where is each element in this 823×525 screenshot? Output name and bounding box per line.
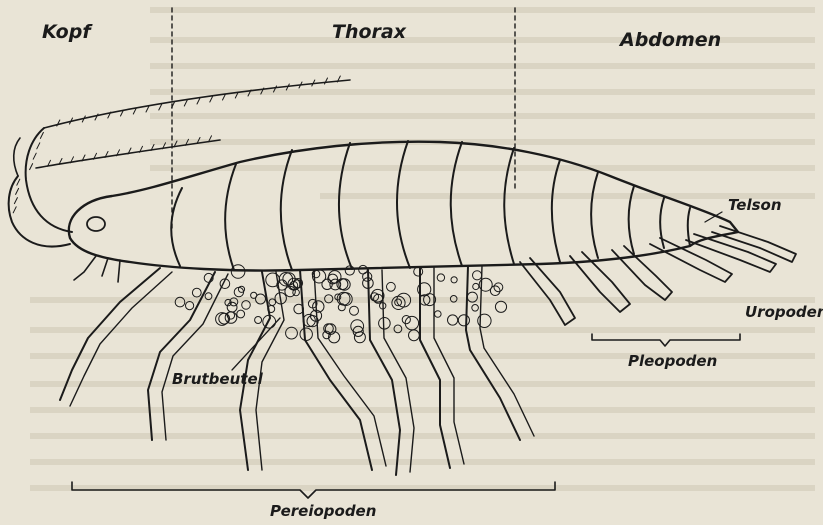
egg xyxy=(435,311,442,318)
label-thorax: Thorax xyxy=(332,21,407,43)
egg xyxy=(225,312,237,324)
egg xyxy=(414,267,423,276)
egg xyxy=(472,305,479,312)
antenna-bristle xyxy=(37,143,40,149)
egg xyxy=(437,274,444,281)
egg xyxy=(329,271,341,283)
egg xyxy=(473,271,482,280)
egg xyxy=(192,288,201,297)
egg xyxy=(255,317,262,324)
egg xyxy=(350,306,359,315)
pleopoden-bracket xyxy=(592,334,740,346)
egg xyxy=(451,277,457,283)
eye xyxy=(87,217,105,231)
label-kopf: Kopf xyxy=(42,21,93,43)
antenna-lower-tip xyxy=(14,138,20,176)
egg xyxy=(237,310,245,318)
antenna-bristle xyxy=(146,106,149,112)
antenna-lower xyxy=(9,176,70,247)
antenna-bristle xyxy=(325,78,328,84)
pleopods xyxy=(520,246,672,325)
label-uropoden: Uropoden xyxy=(745,303,823,321)
antenna-bristle xyxy=(33,153,36,159)
egg xyxy=(387,282,396,291)
antenna-bristle xyxy=(13,207,16,213)
antenna-bristle xyxy=(30,164,33,170)
egg xyxy=(458,315,469,326)
antenna-bristle xyxy=(197,98,200,104)
antenna-bristle xyxy=(17,179,20,185)
antenna-bristle xyxy=(184,100,187,106)
background-text-lines xyxy=(30,10,815,488)
label-pleopoden: Pleopoden xyxy=(628,352,717,370)
antenna-bristle xyxy=(16,188,19,194)
label-abdomen: Abdomen xyxy=(618,29,721,51)
label-telson: Telson xyxy=(728,196,782,214)
antenna-bristle xyxy=(40,132,43,138)
brutbeutel-pointer xyxy=(232,318,280,370)
antenna-1-base xyxy=(26,128,72,232)
egg xyxy=(345,266,354,275)
egg xyxy=(354,332,365,343)
egg xyxy=(227,302,237,312)
antenna-bristle xyxy=(14,198,17,204)
pereiopod-1 xyxy=(60,268,160,400)
antenna-bristle xyxy=(210,96,213,102)
label-pereiopoden: Pereiopoden xyxy=(270,502,376,520)
pleopod-1 xyxy=(520,258,575,325)
egg xyxy=(473,283,479,289)
egg xyxy=(448,315,458,325)
label-brutbeutel: Brutbeutel xyxy=(172,370,264,388)
antenna-bristle xyxy=(159,104,162,110)
